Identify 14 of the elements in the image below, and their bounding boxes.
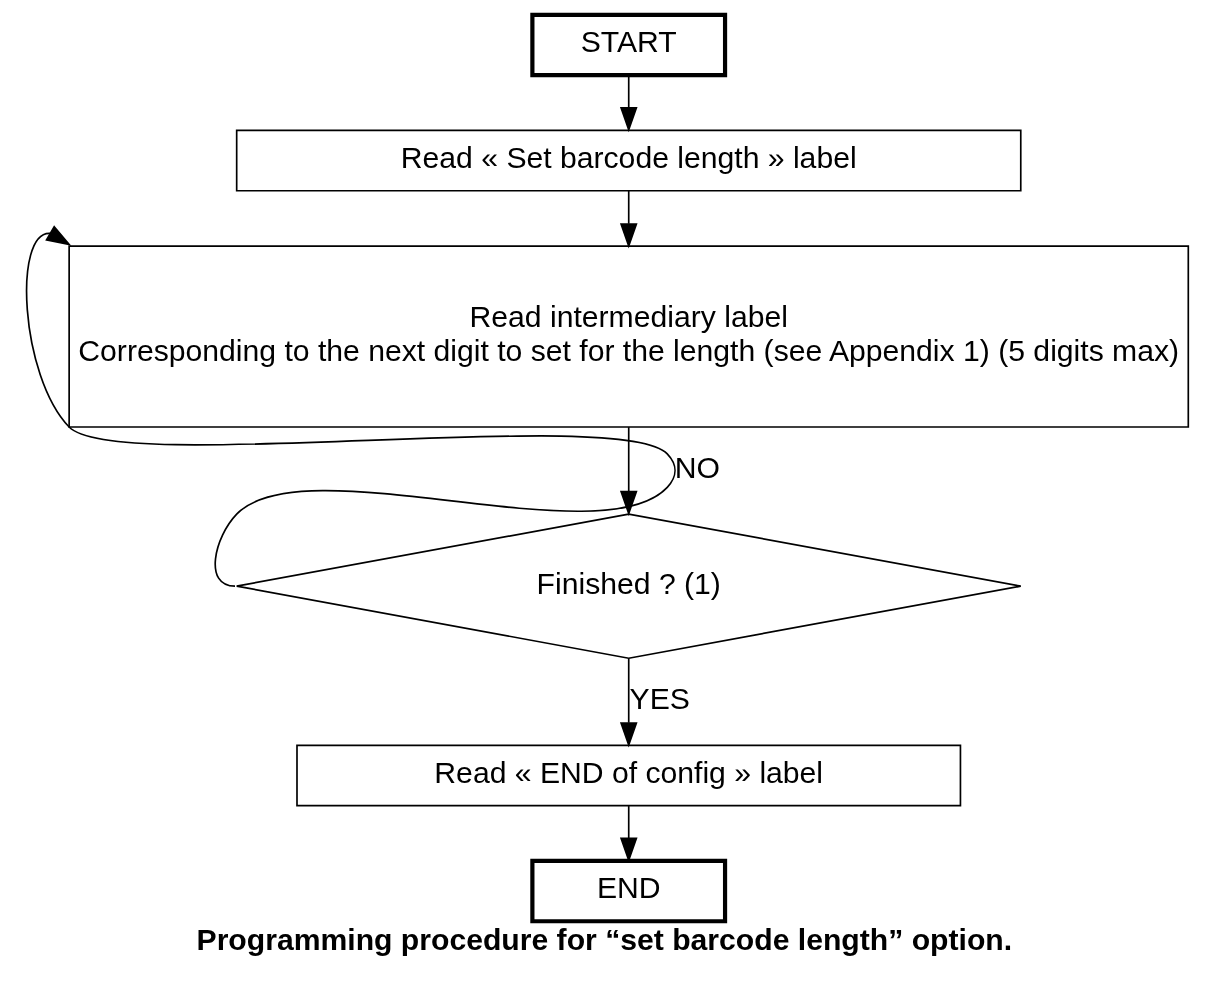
node-box: Read intermediary label Corresponding to the next digit to set for the length (see Appendix 1) (5 digits max) — [67, 245, 1189, 428]
edge-label: YES — [629, 682, 690, 716]
node-box: END — [529, 858, 727, 924]
node-diamond: Finished ? (1) — [235, 513, 1022, 660]
node-box: START — [529, 12, 727, 78]
arrow — [619, 657, 638, 748]
arrow — [619, 74, 638, 133]
node-box: Read « Set barcode length » label — [235, 129, 1022, 192]
arrow — [619, 189, 638, 249]
caption: Programming procedure for “set barcode length” option. — [196, 923, 1012, 957]
node-box: Read « END of config » label — [295, 744, 961, 807]
arrow — [619, 426, 638, 516]
edge-label: NO — [674, 450, 720, 484]
arrow — [25, 225, 676, 587]
